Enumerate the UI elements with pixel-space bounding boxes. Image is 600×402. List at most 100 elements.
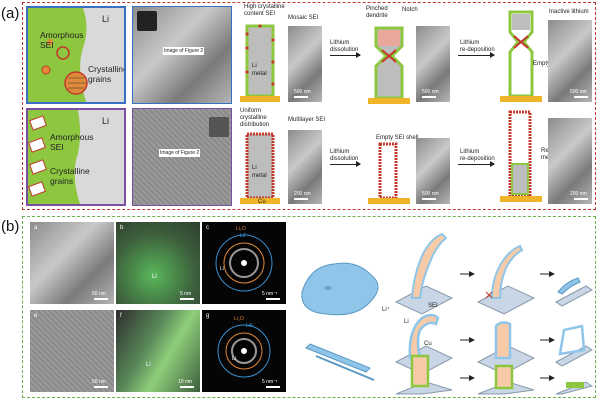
panel-b-frame — [22, 216, 596, 398]
scalebar — [574, 96, 588, 98]
cu-label: Cu — [258, 199, 266, 205]
top-tem-1: 500 nm — [288, 26, 322, 102]
empty-shell-drawing — [368, 142, 410, 204]
tile-e-image: e 50 nm — [30, 310, 114, 392]
scale-label: 5 nm⁻¹ — [262, 379, 278, 385]
bottom-image-figure-label: Image of Figure 2 — [159, 149, 201, 157]
top-hrtem-image: Image of Figure 2 — [132, 6, 232, 104]
lif-label: LiF — [240, 233, 247, 239]
li-label: Li — [220, 266, 224, 272]
top-amorphous-label: Amorphous SEI — [40, 30, 84, 50]
tile-b-li-label: Li — [152, 274, 157, 280]
mosaic-label: Mosaic SEI — [288, 15, 319, 21]
dissolution-arrow — [330, 52, 361, 58]
bottom-tem-1: 200 nm — [288, 130, 322, 204]
li-dendrite-top — [240, 24, 280, 102]
bottom-tem-2: 500 nm — [416, 138, 450, 204]
scalebar — [94, 386, 108, 388]
redeposition-arrow-bottom — [458, 161, 495, 167]
bottom-hrtem-image: Image of Figure 2 — [132, 108, 232, 206]
scalebar — [180, 386, 194, 388]
dissolution-label-bottom: Lithium dissolution — [330, 149, 359, 162]
top-crystalline-label: Crystalline grains — [88, 64, 126, 84]
top-tem-3: 500 nm — [548, 20, 592, 102]
scale-label: 10 nm — [178, 379, 192, 385]
tile-b-image: b Li 5 nm — [116, 222, 200, 304]
tile-letter: b — [120, 225, 124, 231]
bottom-li-label: Li — [102, 116, 110, 126]
top-sei-drawing — [28, 8, 88, 102]
redeposited-li-drawing — [500, 110, 542, 202]
bottom-li-metal-label: Li metal — [252, 165, 267, 179]
scalebar — [266, 298, 280, 300]
scale-label: 500 nm — [422, 89, 439, 95]
top-li-metal-label: Li metal — [252, 63, 267, 77]
top-tem-2: 500 nm — [416, 26, 450, 102]
scalebar — [266, 386, 280, 388]
sei-label: SEI — [428, 303, 438, 309]
bottom-amorphous-label: Amorphous SEI — [50, 132, 94, 152]
li2o-label: Li₂O — [236, 226, 246, 232]
scale-label: 500 nm — [422, 191, 439, 197]
tile-c-diffraction: c Li₂O LiF Li 5 nm⁻¹ — [202, 222, 286, 304]
multilayer-label: Multilayer SEI — [288, 117, 326, 123]
diffraction-rings — [215, 234, 273, 292]
dissolution-arrow-bottom — [330, 161, 361, 167]
uniform-li-drawing — [240, 132, 280, 204]
scalebar — [574, 198, 588, 200]
scale-label: 50 nm — [92, 291, 106, 297]
diffraction-rings-g — [217, 324, 271, 378]
panel-a-letter: (a) — [1, 5, 20, 22]
scalebar — [422, 96, 436, 98]
stage-3-mid — [555, 324, 593, 367]
tile-f-image: f Li 10 nm — [116, 310, 200, 392]
scale-label: 5 nm — [180, 291, 192, 297]
empty-shell-label: Empty SEI shell — [376, 135, 419, 141]
stage-1-top — [394, 232, 454, 315]
redeposition-label-bottom: Lithium re-deposition — [460, 149, 495, 162]
tile-letter: f — [120, 313, 122, 319]
scalebar — [422, 198, 436, 200]
li2o-label: Li₂O — [234, 316, 244, 322]
pinched-dendrite-drawing — [368, 26, 410, 104]
tile-letter: g — [206, 313, 210, 319]
tile-g-diffraction: g Li₂O LiF Li 5 nm⁻¹ — [202, 310, 286, 392]
redeposition-label: Lithium re-deposition — [460, 40, 495, 53]
top-li-label: Li — [102, 14, 110, 24]
notch-label: Notch — [402, 7, 418, 13]
top-image-figure-label: Image of Figure 2 — [163, 47, 205, 55]
tile-letter: e — [34, 313, 38, 319]
fft-inset — [137, 11, 157, 31]
scale-label: 200 nm — [294, 191, 311, 197]
stage-2-top — [476, 244, 536, 315]
inactive-lithium-drawing — [500, 10, 542, 102]
stage-3-top — [555, 277, 593, 307]
scale-label: 500 nm — [294, 89, 311, 95]
stage-1-bottom — [395, 354, 453, 395]
tile-f-li-label: Li — [146, 362, 151, 368]
scale-label: 50 nm — [92, 379, 106, 385]
li-label: Li — [232, 356, 236, 362]
empty-sei-label: Empty SEI — [533, 61, 561, 67]
scalebar — [94, 298, 108, 300]
dissolution-label: Lithium dissolution — [330, 40, 359, 53]
bottom-crystalline-label: Crystalline grains — [50, 166, 90, 186]
high-crystalline-label: High crystalline content SEI — [244, 4, 285, 17]
bottom-sei-drawing — [28, 110, 81, 204]
tile-a-image: a 50 nm — [30, 222, 114, 304]
stage-3-bottom — [555, 381, 594, 395]
scale-label: 200 nm — [570, 191, 587, 197]
uniform-crystalline-label: Uniform crystalline distribution — [240, 108, 270, 128]
bottom-tem-3: 200 nm — [548, 118, 592, 204]
cu-schematic-label: Cu — [424, 341, 432, 347]
scale-label: 500 nm — [570, 89, 587, 95]
li-schematic-label: Li — [404, 319, 409, 325]
scalebar — [294, 96, 308, 98]
scalebar — [180, 298, 194, 300]
panel-b-letter: (b) — [1, 218, 20, 235]
bottom-sei-schematic: Li Amorphous SEI Crystalline grains — [26, 108, 126, 206]
stage-2-bottom — [477, 364, 535, 395]
top-sei-schematic: Li Amorphous SEI Crystalline grains — [26, 6, 126, 104]
li-plus-label: Li⁺ — [382, 307, 390, 313]
fft-inset-bottom — [209, 117, 229, 137]
